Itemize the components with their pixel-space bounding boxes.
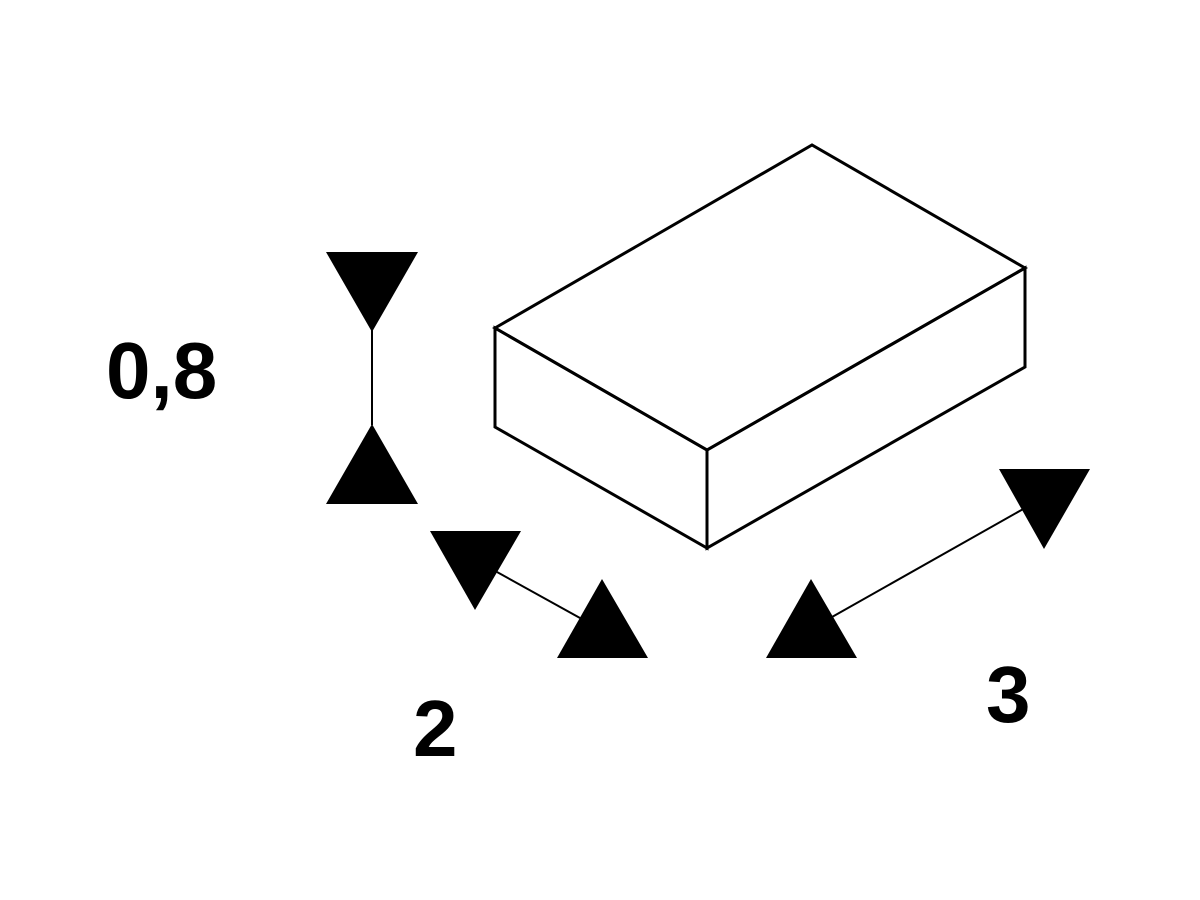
width-dimension-line <box>831 507 1026 618</box>
isometric-box <box>491 143 1029 551</box>
height-arrow-bottom <box>326 424 418 504</box>
box-right-face <box>705 265 1027 551</box>
box-top-face <box>491 143 1029 452</box>
depth-arrow-right <box>557 579 648 658</box>
height-label: 0,8 <box>106 326 217 415</box>
depth-arrow-left <box>430 531 521 610</box>
box-left-face <box>493 325 709 551</box>
height-dimension: 0,8 <box>106 252 418 504</box>
width-dimension: 3 <box>766 469 1090 739</box>
width-arrow-right <box>999 469 1090 549</box>
width-arrow-left <box>766 579 857 658</box>
height-arrow-top <box>326 252 418 332</box>
width-label: 3 <box>986 650 1031 739</box>
depth-label: 2 <box>413 684 458 773</box>
depth-dimension: 2 <box>413 531 648 773</box>
depth-dimension-line <box>496 571 581 619</box>
